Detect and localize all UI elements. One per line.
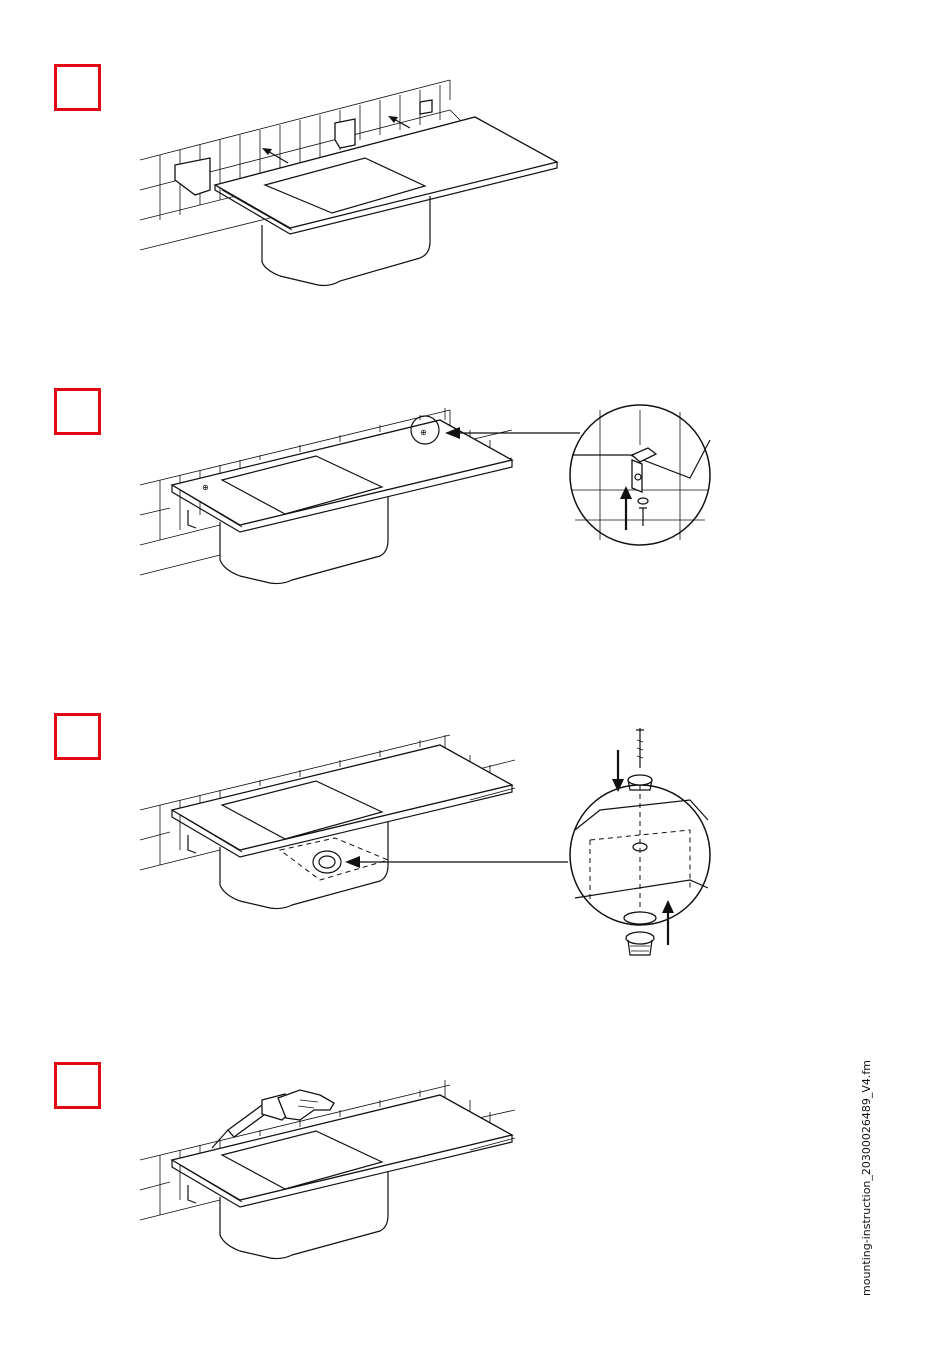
step-2-illustration: ⊕ ⊕ [140, 405, 710, 584]
step-3-illustration [140, 728, 710, 955]
step-4-illustration [140, 1080, 515, 1259]
step-1-illustration [140, 80, 557, 286]
svg-text:⊕: ⊕ [420, 428, 427, 437]
svg-text:⊕: ⊕ [202, 483, 209, 492]
document-filename-label: mounting-instruction_20300026489_V4.fm [858, 1060, 876, 1320]
